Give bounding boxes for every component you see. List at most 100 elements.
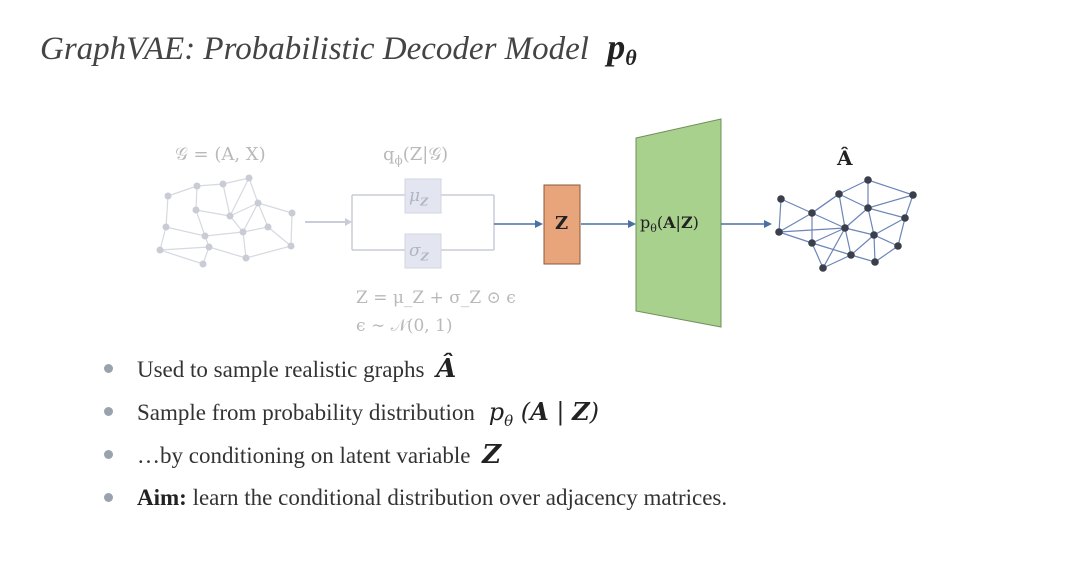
graph-edge [248, 177, 259, 204]
graph-node [156, 246, 164, 254]
graph-node [287, 242, 295, 250]
graph-edge [222, 183, 231, 217]
graph-edge [242, 231, 247, 259]
graph-edge [245, 245, 292, 259]
graph-edge [195, 209, 206, 237]
bullet-text: learn the conditional distribution over … [186, 485, 728, 510]
graph-edge [838, 179, 869, 195]
graph-node [901, 214, 909, 222]
graph-edge [822, 227, 846, 269]
graph-node [864, 204, 872, 212]
graph-edge [867, 207, 875, 236]
noise-equation: ϵ ∼ 𝒩(0, 1) [356, 316, 453, 336]
latent-label: Z [555, 213, 569, 234]
output-graph [775, 176, 917, 272]
graph-edge [242, 226, 269, 233]
graph-edge [873, 217, 906, 236]
bullet-dot [104, 493, 113, 502]
graph-node [871, 258, 879, 266]
graph-edge [195, 185, 198, 211]
graph-node [239, 228, 247, 236]
graph-edge [844, 227, 852, 256]
graph-edge [257, 202, 269, 228]
graph-edge [867, 194, 914, 209]
output-label: Â [837, 146, 853, 170]
graph-edge [229, 177, 250, 217]
graph-edge [867, 207, 906, 219]
graph-edge [159, 249, 204, 265]
graph-edge [844, 207, 869, 229]
graph-node [835, 190, 843, 198]
graph-edge [195, 209, 231, 217]
graph-edge [290, 212, 293, 247]
latent-box [543, 184, 581, 265]
bullet-math: Z [482, 440, 502, 470]
graph-edge [873, 234, 876, 263]
graph-node [894, 242, 902, 250]
graph-edge [838, 193, 846, 229]
graph-node [164, 192, 172, 200]
graph-node [193, 182, 201, 190]
graph-node [808, 209, 816, 217]
decoder-label: pθ(A|Z) [640, 213, 699, 236]
input-graph [156, 174, 296, 268]
decoder-input-arrowhead [628, 220, 636, 228]
graph-node [775, 228, 783, 236]
mu-label: μZ [409, 186, 429, 209]
graph-edge [167, 185, 198, 197]
graph-edge [165, 226, 206, 237]
graph-node [192, 206, 200, 214]
graph-node [226, 212, 234, 220]
graph-node [864, 176, 872, 184]
graph-node [819, 264, 827, 272]
graph-edge [811, 242, 852, 256]
graph-edge [838, 193, 869, 209]
graph-edge [811, 212, 846, 229]
graph-node [264, 223, 272, 231]
graph-node [219, 180, 227, 188]
graph-node [841, 224, 849, 232]
bullet-lead: Aim: [137, 485, 187, 510]
graph-node [245, 174, 253, 182]
graph-edge [267, 226, 292, 247]
bullet-text: Sample from probability distribution [137, 400, 475, 425]
graph-edge [222, 177, 250, 185]
graph-node [808, 239, 816, 247]
graph-edge [822, 254, 852, 269]
graph-edge [257, 202, 293, 214]
encoder-label: qϕ(Z|𝒢) [383, 144, 449, 168]
bullet-list: Used to sample realistic graphs Â Sample… [104, 350, 727, 522]
bullet-item: Aim: learn the conditional distribution … [104, 479, 727, 522]
bullet-dot [104, 364, 113, 373]
graph-edge [780, 198, 813, 214]
graph-edge [811, 227, 846, 244]
title-symbol: pθ [607, 27, 637, 70]
graph-edge [904, 194, 914, 219]
sigma-label: σZ [409, 241, 429, 264]
graph-edge [873, 234, 899, 247]
graph-node [242, 254, 250, 262]
title-text: GraphVAE: Probabilistic Decoder Model [40, 31, 589, 67]
decoder-block [635, 118, 722, 328]
graph-edge [874, 245, 899, 263]
bullet-item: Sample from probability distribution pθ … [104, 393, 727, 436]
graph-node [199, 260, 207, 268]
reparam-equation: Z = μ_Z + σ_Z ⊙ ϵ [356, 288, 516, 308]
graph-node [162, 223, 170, 231]
latent-input-arrowhead [535, 220, 543, 228]
bullet-math: Â [436, 354, 457, 384]
graph-edge [159, 226, 167, 251]
graph-edge [165, 195, 169, 228]
graph-node [777, 195, 785, 203]
graph-edge [204, 231, 244, 237]
bullet-item: Used to sample realistic graphs Â [104, 350, 727, 393]
graph-edge [867, 179, 914, 196]
bullet-text: …by conditioning on latent variable [137, 443, 471, 468]
graph-edge [850, 254, 876, 263]
graph-edge [196, 183, 224, 187]
graph-node [201, 232, 209, 240]
graph-edge [159, 246, 210, 251]
bullet-dot [104, 450, 113, 459]
graph-edge [778, 212, 813, 233]
